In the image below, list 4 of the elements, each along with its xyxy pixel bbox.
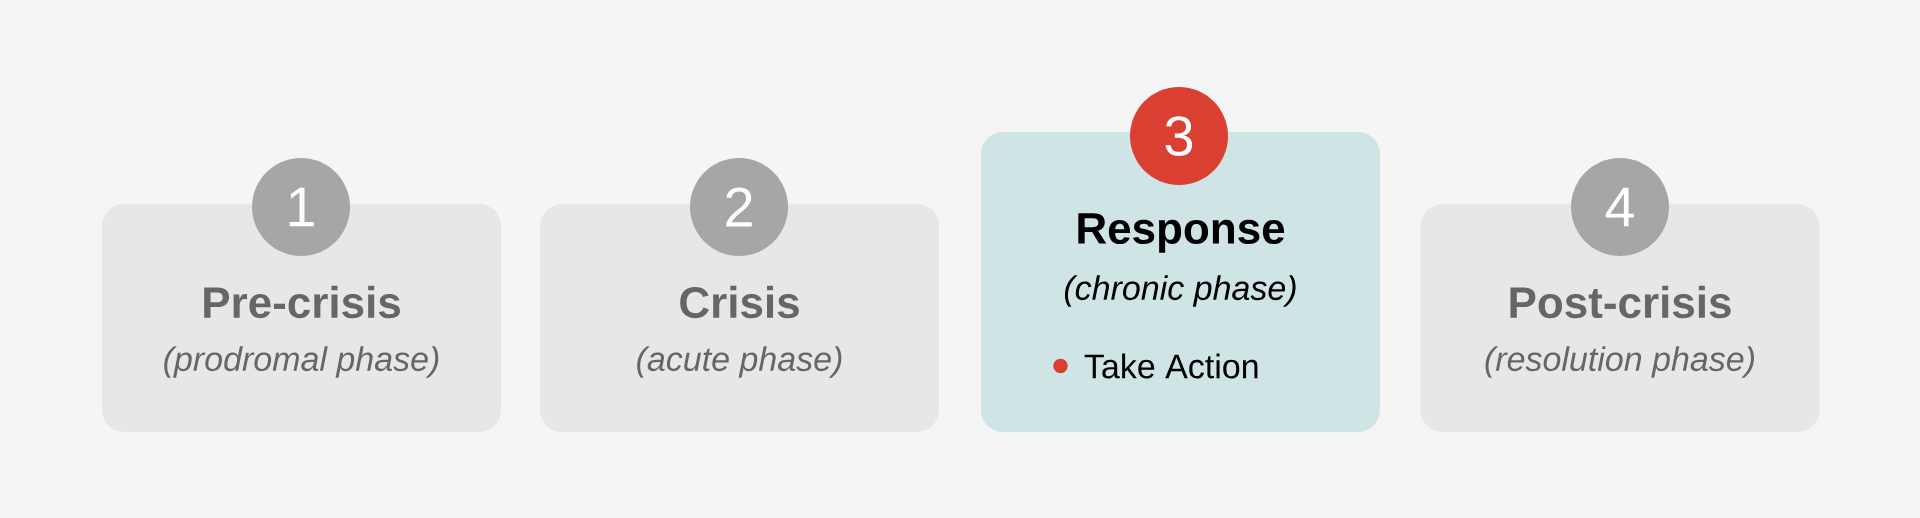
number-badge: 2 — [690, 158, 788, 256]
number-badge: 3 — [1130, 87, 1228, 185]
number-badge: 4 — [1571, 158, 1669, 256]
number-badge: 1 — [252, 158, 350, 256]
